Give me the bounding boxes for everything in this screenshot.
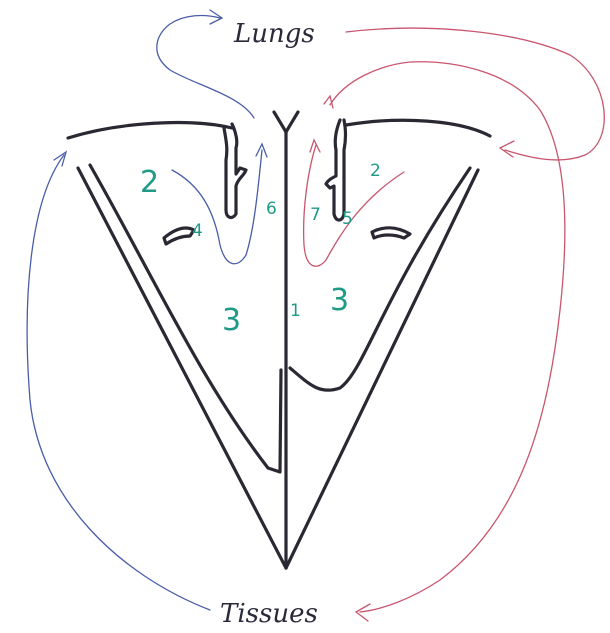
heart-outline [68, 112, 490, 568]
arrowhead-down-right [324, 96, 333, 108]
flow-lungs-to-heart [330, 62, 565, 612]
arrowhead-to-tissues [356, 604, 370, 621]
inner-wall-left [90, 165, 281, 472]
tissues-label: Tissues [220, 599, 318, 629]
number-vessel-left: 6 [266, 199, 277, 219]
number-vessel-right: 7 [310, 205, 321, 225]
flow-through-right-heart [172, 150, 262, 264]
vessel-wall-left [224, 124, 246, 217]
number-atrium-left: 2 [140, 165, 159, 200]
lungs-label: Lungs [233, 19, 315, 49]
oxygenated-flow [304, 28, 605, 621]
arrowhead-into-heart [54, 152, 66, 166]
number-valve-right: 5 [342, 209, 353, 229]
septum-fork-left [274, 112, 286, 132]
valve-flap-left [164, 228, 194, 244]
flow-tissues-to-heart [27, 155, 210, 610]
septum-fork-right [286, 112, 298, 132]
inner-wall-right [290, 168, 470, 390]
number-ventricle-right: 3 [330, 283, 349, 318]
top-rim-right [346, 120, 490, 136]
valve-flap-right [372, 228, 410, 238]
arrowhead-back-to-heart [500, 141, 514, 157]
vessel-wall-right [326, 120, 346, 220]
top-rim-left [68, 123, 232, 138]
number-septum: 1 [290, 301, 301, 321]
number-valve-left: 4 [192, 221, 203, 241]
flow-lungs-loop [346, 28, 604, 160]
number-atrium-right: 2 [370, 161, 381, 181]
number-ventricle-left: 3 [222, 303, 241, 338]
